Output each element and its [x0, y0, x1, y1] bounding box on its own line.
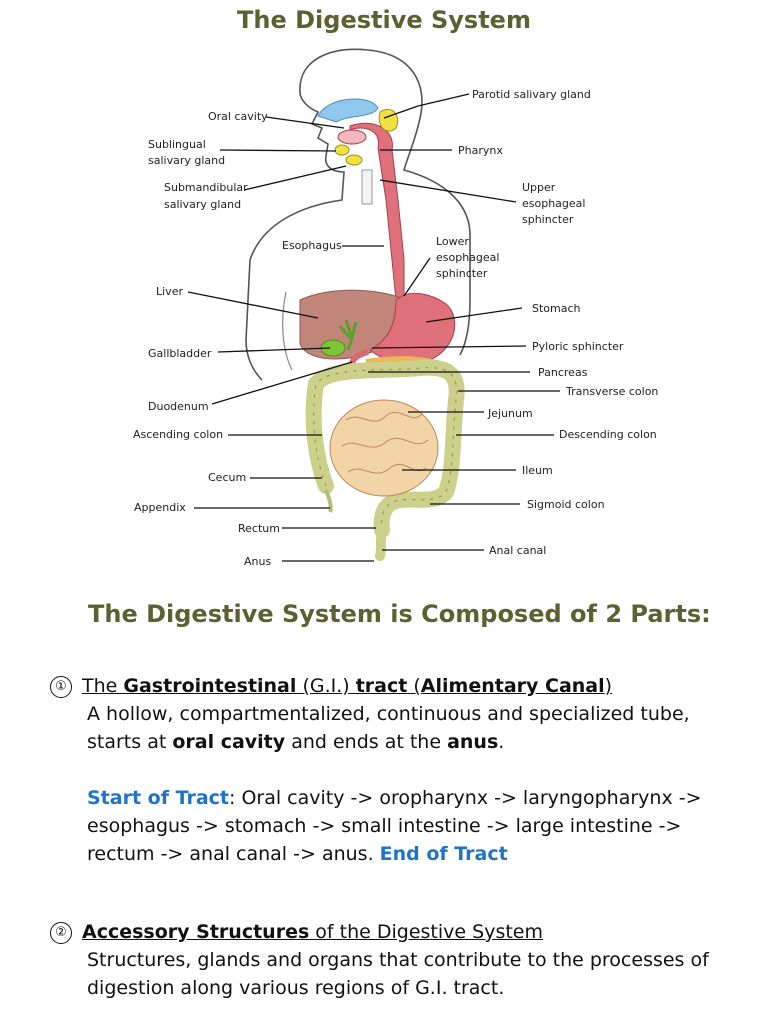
label-anus: Anus [244, 555, 271, 568]
sequence-text: : Oral cavity -> oropharynx -> laryngoph… [229, 787, 702, 809]
label-lower-1: Lower [436, 235, 469, 248]
face-outline [245, 91, 345, 381]
stomach [369, 292, 456, 364]
label-jejunum: Jejunum [487, 407, 533, 420]
part2-desc-line1: Structures, glands and organs that contr… [87, 949, 709, 971]
label-upper-3: sphincter [522, 213, 574, 226]
label-pyloric-sphincter: Pyloric sphincter [532, 340, 624, 353]
label-lower-2: esophageal [436, 251, 499, 264]
waist-line-left [282, 291, 293, 371]
part1-anus: anus [447, 731, 499, 753]
label-parotid-salivary-gland: Parotid salivary gland [472, 88, 591, 101]
part-accessory-structures: ② Accessory Structures of the Digestive S… [50, 918, 750, 1002]
label-stomach: Stomach [532, 302, 581, 315]
part1-gi-abbr: (G.I.) [296, 675, 356, 697]
label-pancreas: Pancreas [538, 366, 588, 379]
part1-desc-line2: starts at oral cavity and ends at the an… [50, 728, 750, 756]
trachea [361, 169, 373, 205]
parotid-gland [378, 108, 399, 132]
label-esophagus: Esophagus [282, 239, 342, 252]
page-title: The Digestive System [237, 6, 531, 34]
part1-alimentary-canal: Alimentary Canal [420, 675, 605, 697]
part1-sequence-line3: rectum -> anal canal -> anus. End of Tra… [50, 840, 750, 868]
rectum [375, 525, 387, 561]
submandibular-gland [345, 154, 363, 166]
start-of-tract-label: Start of Tract [87, 787, 229, 809]
label-pharynx: Pharynx [458, 144, 503, 157]
part2-desc-line2: digestion along various regions of G.I. … [87, 977, 505, 999]
label-duodenum: Duodenum [148, 400, 209, 413]
sequence-text: rectum -> anal canal -> anus. [87, 843, 380, 865]
section-subtitle: The Digestive System is Composed of 2 Pa… [88, 600, 711, 628]
label-oral-cavity: Oral cavity [208, 110, 268, 123]
oral-cavity [337, 129, 367, 145]
end-of-tract-label: End of Tract [379, 843, 508, 865]
nasal-cavity [317, 98, 379, 123]
small-intestine [329, 399, 439, 497]
part2-heading: ② Accessory Structures of the Digestive S… [50, 918, 750, 946]
part1-tract: tract [355, 675, 408, 697]
body-outline [299, 48, 471, 356]
number-one-icon: ① [50, 676, 72, 698]
label-liver: Liver [156, 285, 183, 298]
large-intestine [305, 359, 465, 538]
part1-text: . [498, 731, 505, 753]
label-gallbladder: Gallbladder [148, 347, 212, 360]
part1-text: and ends at the [285, 731, 448, 753]
label-sublingual-2: salivary gland [148, 154, 225, 167]
label-sublingual-1: Sublingual [148, 138, 206, 151]
label-upper-2: esophageal [522, 197, 585, 210]
label-sigmoid-colon: Sigmoid colon [527, 498, 605, 511]
part1-sequence-line1: Start of Tract: Oral cavity -> oropharyn… [50, 784, 750, 812]
part-gi-tract: ① The Gastrointestinal (G.I.) tract (Alim… [50, 672, 750, 868]
label-descending-colon: Descending colon [559, 428, 657, 441]
appendix [324, 489, 333, 513]
part1-the: The [82, 675, 124, 697]
label-upper-1: Upper [522, 181, 556, 194]
part2-heading-rest: of the Digestive System [309, 921, 543, 943]
pharynx-esophagus [349, 122, 405, 301]
label-ascending-colon: Ascending colon [133, 428, 223, 441]
bile-ducts [338, 319, 358, 351]
part1-open-paren: ( [407, 675, 421, 697]
part1-heading: ① The Gastrointestinal (G.I.) tract (Alim… [50, 672, 750, 700]
part1-desc-line1: A hollow, compartmentalized, continuous … [87, 703, 690, 725]
part1-close-paren: ) [604, 675, 613, 697]
label-submandibular-2: salivary gland [164, 198, 241, 211]
number-two-icon: ② [50, 922, 72, 944]
label-appendix: Appendix [134, 501, 186, 514]
label-ileum: Ileum [522, 464, 553, 477]
label-anal-canal: Anal canal [489, 544, 546, 557]
label-submandibular-1: Submandibular [164, 181, 248, 194]
label-lower-3: sphincter [436, 267, 488, 280]
part1-text: starts at [87, 731, 173, 753]
sublingual-gland [334, 144, 350, 156]
part1-sequence-line2: esophagus -> stomach -> small intestine … [87, 815, 682, 837]
part2-accessory-structures: Accessory Structures [82, 921, 310, 943]
label-cecum: Cecum [208, 471, 246, 484]
spacer [50, 756, 750, 784]
label-rectum: Rectum [238, 522, 280, 535]
part1-gastrointestinal: Gastrointestinal [123, 675, 297, 697]
digestive-system-diagram: Parotid salivary gland Oral cavity Subli… [133, 48, 658, 568]
part1-oral-cavity: oral cavity [172, 731, 286, 753]
label-transverse-colon: Transverse colon [565, 385, 658, 398]
